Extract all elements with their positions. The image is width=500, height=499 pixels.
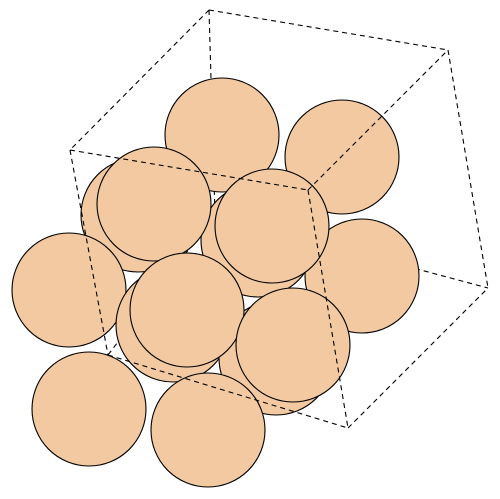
- atom-sphere: [96, 146, 212, 262]
- cell-edge: [208, 9, 449, 51]
- atom-sphere: [284, 99, 400, 215]
- atom-sphere: [235, 287, 351, 403]
- cell-edge: [447, 49, 489, 289]
- atoms: [11, 77, 420, 488]
- cell-edges-front: [69, 49, 489, 429]
- atom-sphere: [31, 351, 147, 467]
- cell-edge: [307, 49, 449, 191]
- cell-edge: [347, 287, 489, 429]
- cell-edge: [107, 354, 349, 429]
- cell-edge: [307, 189, 349, 429]
- cell-edge: [69, 149, 109, 356]
- cell-edge: [69, 9, 210, 151]
- atom-sphere: [129, 252, 245, 368]
- atom-sphere: [214, 168, 330, 284]
- atom-sphere: [11, 232, 127, 348]
- cell-edge: [69, 149, 309, 191]
- atom-sphere: [150, 372, 266, 488]
